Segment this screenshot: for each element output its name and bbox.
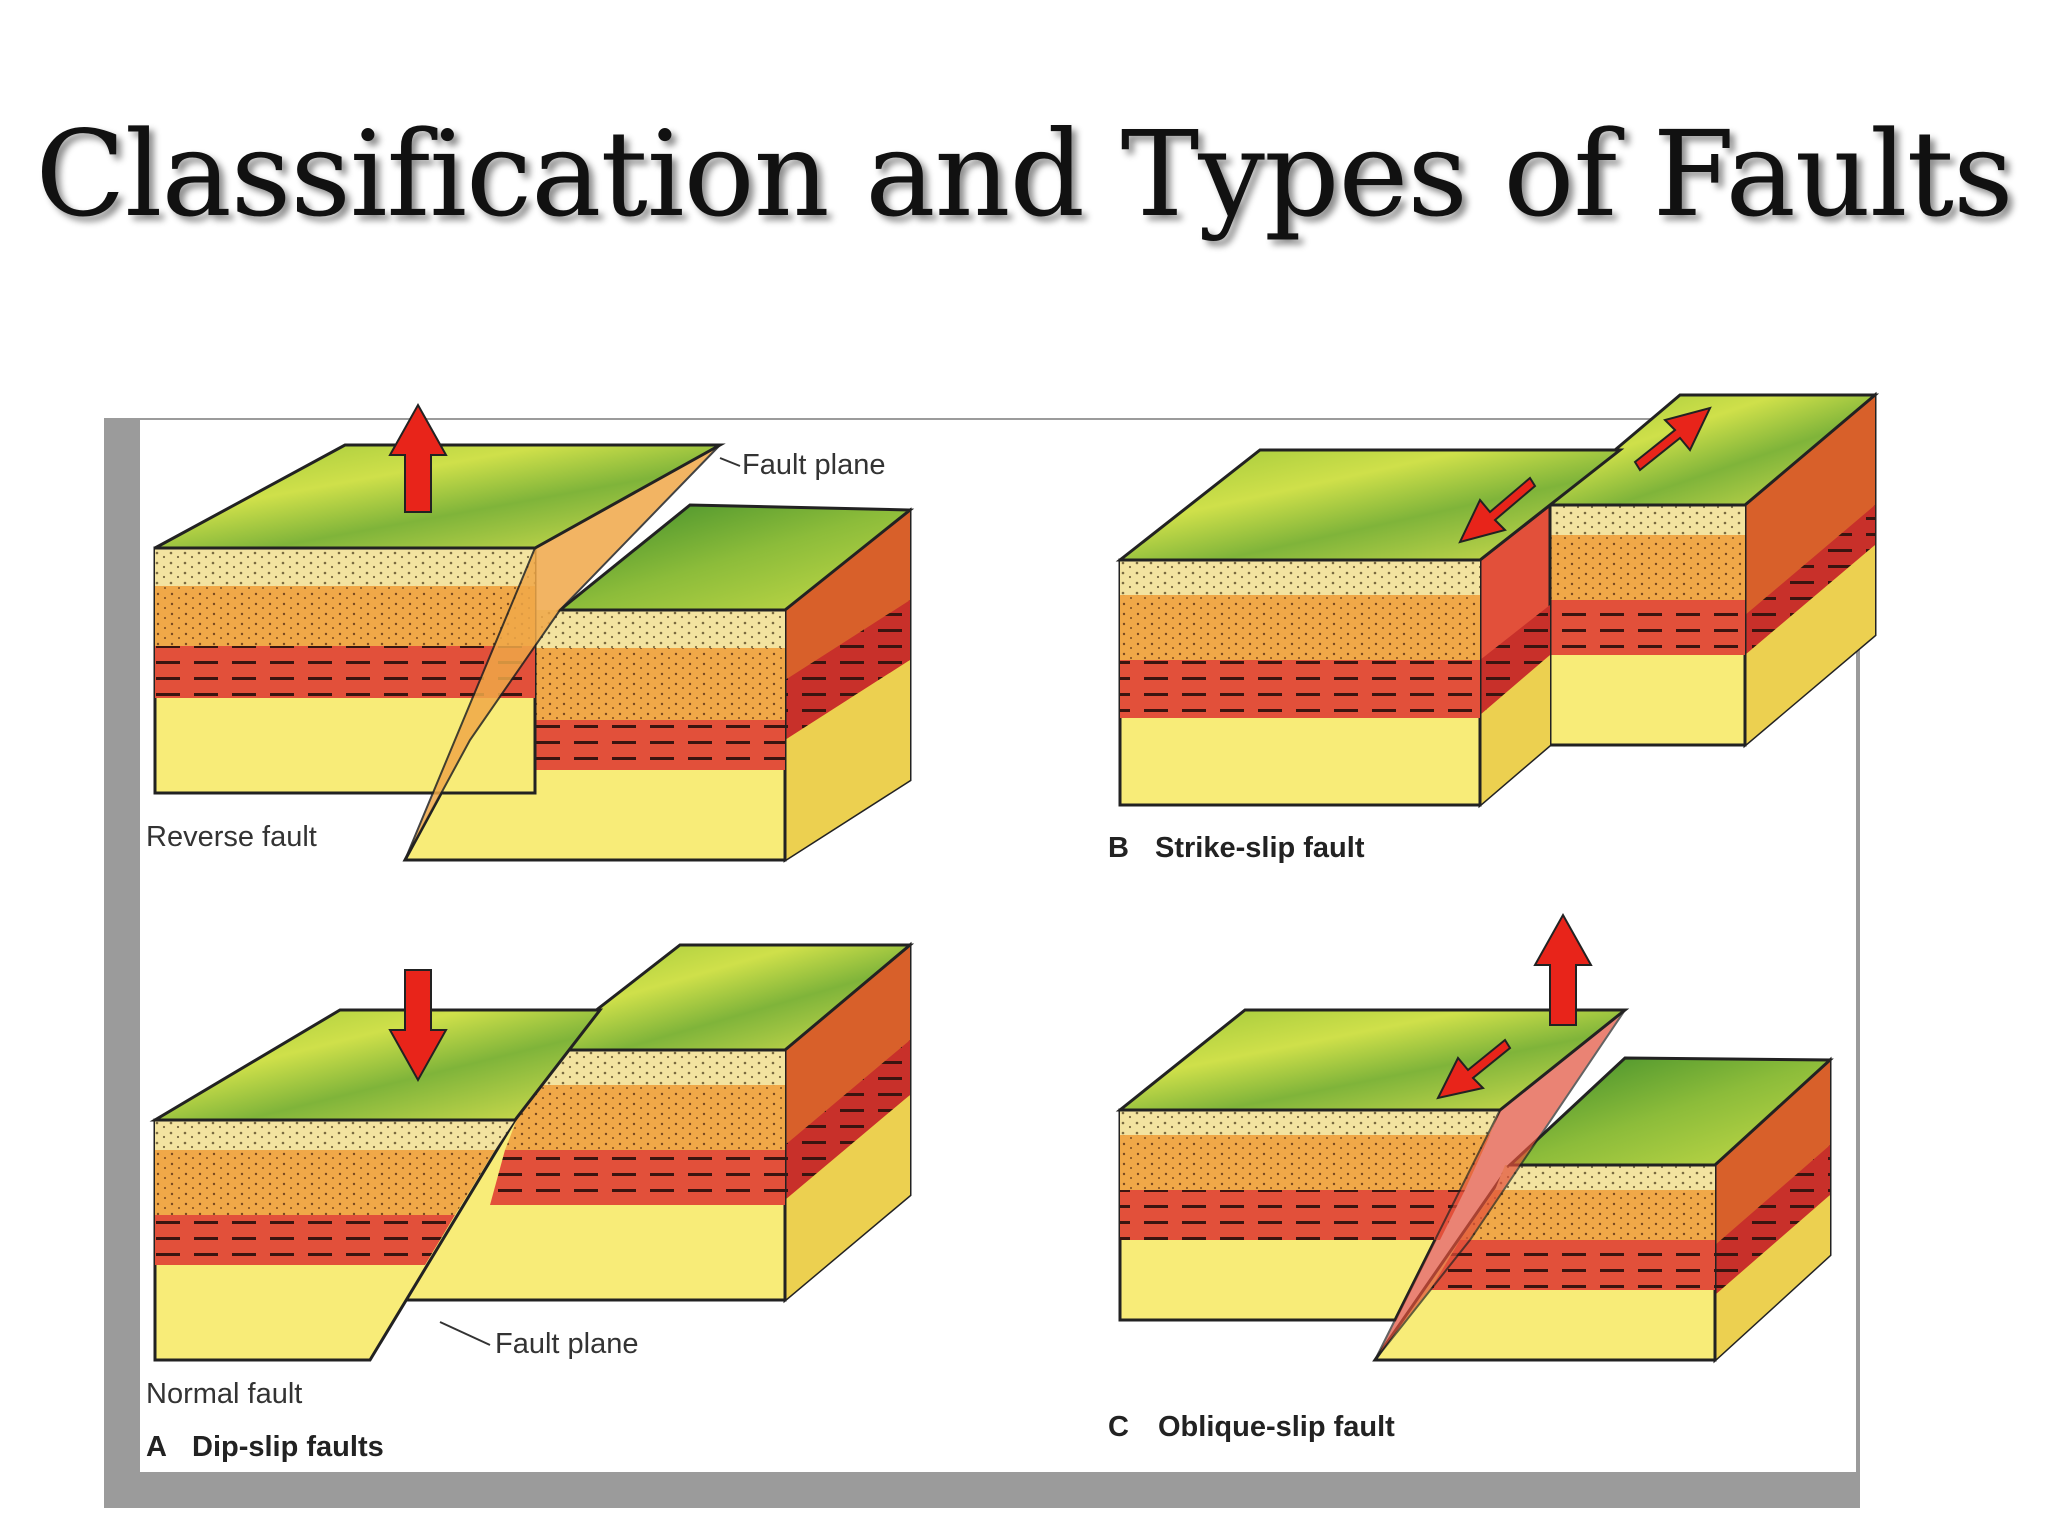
page-title: Classification and Types of Faults [35, 105, 2013, 243]
oblique-letter: C [1108, 1411, 1129, 1443]
right-arrow-icon [1633, 406, 1712, 472]
up-arrow-icon [388, 402, 448, 513]
normal-fault-block [149, 941, 915, 1362]
fault-plane-label-top: Fault plane [742, 449, 886, 481]
normal-fault-label: Normal fault [146, 1378, 302, 1410]
reverse-fault-label: Reverse fault [146, 821, 317, 853]
reverse-fault-block [153, 402, 915, 863]
dip-slip-letter: A [146, 1431, 167, 1463]
up-arrow-icon [1533, 912, 1593, 1026]
strike-slip-letter: B [1108, 832, 1129, 864]
oblique-slip-fault-block [1115, 912, 1834, 1364]
down-arrow-icon [388, 969, 448, 1083]
fault-plane-label-bottom: Fault plane [495, 1328, 639, 1360]
dip-slip-label: Dip-slip faults [192, 1431, 384, 1463]
strike-slip-fault-block [1115, 391, 1880, 809]
slip-arrow-icon [1436, 1038, 1512, 1100]
oblique-slip-label: Oblique-slip fault [1158, 1411, 1395, 1443]
left-arrow-icon [1458, 476, 1537, 544]
strike-slip-label: Strike-slip fault [1155, 832, 1365, 864]
